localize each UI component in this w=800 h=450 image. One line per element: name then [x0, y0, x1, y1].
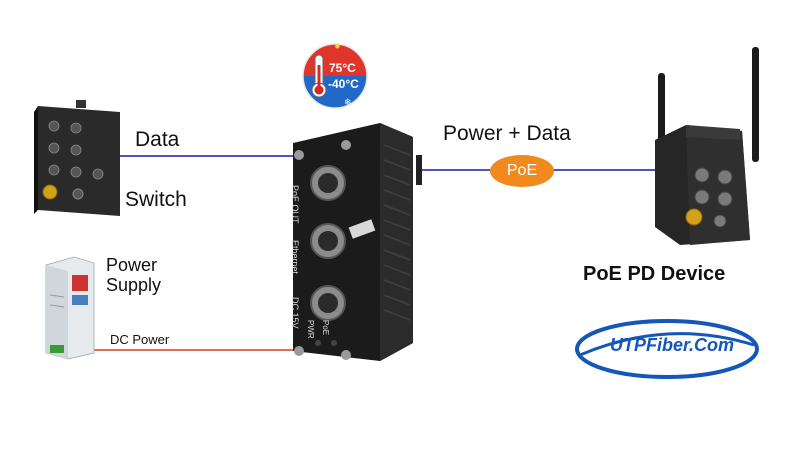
poe-badge-label: PoE — [506, 162, 538, 179]
port-ethernet — [310, 223, 346, 259]
poe-badge: PoE — [490, 155, 554, 187]
poe-injector: PoE OUT Ethernet DC 15V PWR PoE — [288, 115, 423, 365]
switch-data-label: Data — [135, 128, 180, 151]
pd-device-label: PoE PD Device — [583, 263, 726, 285]
power-supply-device — [38, 255, 98, 360]
svg-text:✹: ✹ — [334, 43, 341, 51]
pd-device — [650, 45, 770, 245]
temperature-badge: ✹ ❄ 75°C -40°C — [302, 42, 368, 109]
port-poe-out — [310, 165, 346, 201]
port-dc-15v — [310, 285, 346, 321]
utpfiber-logo: UTPFiber.Com — [572, 313, 762, 383]
port-label-dc-15v: DC 15V — [290, 297, 300, 329]
port-label-poe-out: PoE OUT — [290, 185, 300, 224]
switch-name-label: Switch — [125, 188, 187, 211]
led-label-poe: PoE — [321, 320, 330, 336]
power-supply-label-1: Power — [106, 255, 158, 275]
switch-device — [28, 98, 123, 218]
power-data-label: Power + Data — [443, 122, 571, 145]
temperature-high: 75°C — [329, 61, 356, 75]
port-label-ethernet: Ethernet — [290, 240, 300, 275]
dc-power-label: DC Power — [110, 332, 170, 347]
thermometer-icon: ✹ ❄ — [302, 42, 368, 109]
led-label-pwr: PWR — [306, 320, 315, 339]
logo-text: UTPFiber.Com — [610, 335, 735, 355]
power-supply-label-2: Supply — [106, 275, 162, 295]
svg-text:❄: ❄ — [344, 97, 352, 107]
temperature-low: -40°C — [328, 77, 359, 91]
